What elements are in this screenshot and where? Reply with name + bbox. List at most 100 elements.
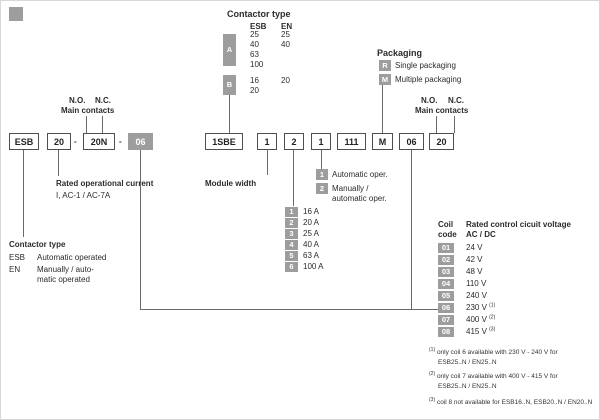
rated-current-sublabel: I, AC-1 / AC-7A — [56, 191, 111, 200]
code-segment-main-contacts: 20N — [83, 133, 115, 150]
group-b-chip: B — [223, 75, 236, 95]
main-contacts-right-no: N.O. — [421, 96, 438, 105]
coil-table-header-col2: Rated control cicuit voltage — [466, 220, 571, 229]
legend-title: Contactor type — [9, 240, 66, 249]
coil-code-chip: 06 — [438, 303, 454, 313]
group-a-esb-value: 63 — [250, 50, 259, 59]
coil-voltage: 42 V — [466, 255, 482, 265]
footnote-1-marker: (1) — [429, 346, 436, 353]
main-contacts-right-nc: N.C. — [448, 96, 464, 105]
footnote-2-marker: (2) — [429, 370, 436, 377]
rating-chip: 5 — [285, 251, 298, 261]
legend-code-en: EN — [9, 265, 21, 274]
col-header-esb: ESB — [250, 22, 267, 31]
coil-voltage: 240 V — [466, 291, 487, 301]
coil-code-chip: 04 — [438, 279, 454, 289]
module-width-label: Module width — [205, 179, 257, 188]
group-a-en-value: 25 — [281, 30, 290, 39]
rating-chip: 1 — [285, 207, 298, 217]
coil-voltage-note: (3) — [489, 326, 496, 333]
code-segment-coil-right: 06 — [399, 133, 424, 150]
code-dash: - — [74, 137, 77, 146]
rating-chip: 3 — [285, 229, 298, 239]
operation-option-1-chip: 1 — [316, 169, 328, 180]
code-segment-esb: ESB — [9, 133, 39, 150]
coil-voltage-value: 110 V — [466, 279, 487, 288]
group-a-chip: A — [223, 34, 236, 66]
main-contacts-left-nc: N.C. — [95, 96, 111, 105]
code-segment-series: 1SBE — [205, 133, 243, 150]
coil-voltage-value: 24 V — [466, 243, 483, 252]
coil-code-chip: 03 — [438, 267, 454, 277]
rating-label: 16 A — [303, 207, 320, 216]
connector-line — [58, 150, 59, 176]
connector-line — [229, 95, 230, 133]
coil-voltage: 24 V — [466, 243, 482, 253]
coil-code-chip: 07 — [438, 315, 454, 325]
footnote-1: (1) only coil 6 available with 230 V - 2… — [429, 346, 558, 356]
coil-voltage-value: 415 V — [466, 327, 487, 336]
rating-chip: 6 — [285, 262, 298, 272]
connector-line — [140, 150, 141, 310]
code-segment-rating: 2 — [284, 133, 304, 150]
code-segment-current: 20 — [47, 133, 71, 150]
code-segment-module-width: 1 — [257, 133, 277, 150]
group-a-esb-value: 40 — [250, 40, 259, 49]
rating-label: 25 A — [303, 229, 320, 238]
rating-label: 20 A — [303, 218, 320, 227]
footnote-3-text: coil 8 not available for ESB16..N, ESB20… — [436, 399, 593, 406]
coil-voltage: 230 V (1) — [466, 303, 495, 313]
connector-line — [140, 309, 438, 310]
footnote-1-line2: ESB25..N / EN25..N — [438, 359, 497, 366]
code-dash: - — [119, 137, 122, 146]
footnote-2: (2) only coil 7 available with 400 V - 4… — [429, 370, 558, 380]
group-b-esb-value: 20 — [250, 86, 259, 95]
connector-line — [86, 116, 87, 133]
coil-voltage-value: 400 V — [466, 315, 487, 324]
coil-voltage-value: 42 V — [466, 255, 483, 264]
legend-label-en-line2: matic operated — [37, 275, 90, 284]
group-a-esb-value: 100 — [250, 60, 264, 69]
coil-voltage-value: 240 V — [466, 291, 487, 300]
connector-line — [321, 150, 322, 169]
connector-line — [267, 150, 268, 175]
group-a-esb-value: 25 — [250, 30, 259, 39]
code-segment-operation: 1 — [311, 133, 331, 150]
packaging-r-label: Single packaging — [395, 61, 456, 70]
coil-voltage: 48 V — [466, 267, 482, 277]
rating-chip: 2 — [285, 218, 298, 228]
code-segment-main-contacts-right: 20 — [429, 133, 454, 150]
coil-code-chip: 02 — [438, 255, 454, 265]
coil-voltage: 415 V (3) — [466, 327, 495, 337]
corner-marker — [9, 7, 23, 21]
coil-voltage: 400 V (2) — [466, 315, 495, 325]
footnote-3: (3) coil 8 not available for ESB16..N, E… — [429, 396, 593, 406]
packaging-r-chip: R — [379, 60, 391, 71]
footnote-3-marker: (3) — [429, 396, 436, 403]
packaging-m-chip: M — [379, 74, 391, 85]
rated-current-label: Rated operational current — [56, 179, 154, 188]
packaging-m-label: Multiple packaging — [395, 75, 462, 84]
coil-code-chip: 05 — [438, 291, 454, 301]
code-segment-packaging: M — [372, 133, 393, 150]
operation-option-2-chip: 2 — [316, 183, 328, 194]
rating-label: 40 A — [303, 240, 320, 249]
operation-option-2-label: Manually / automatic oper. — [332, 184, 387, 203]
group-b-en-value: 20 — [281, 76, 290, 85]
coil-code-chip: 01 — [438, 243, 454, 253]
coil-code-chip: 08 — [438, 327, 454, 337]
coil-voltage-note: (2) — [489, 314, 496, 321]
connector-line — [454, 116, 455, 133]
legend-code-esb: ESB — [9, 253, 26, 262]
coil-table-header-col1: Coil — [438, 220, 454, 229]
coil-voltage: 110 V — [466, 279, 486, 289]
operation-option-1-label: Automatic oper. — [332, 170, 388, 179]
connector-line — [411, 150, 412, 309]
rating-label: 63 A — [303, 251, 320, 260]
connector-line — [436, 116, 437, 133]
packaging-title: Packaging — [377, 48, 423, 58]
connector-line — [102, 116, 103, 133]
footnote-2-line2: ESB25..N / EN25..N — [438, 383, 497, 390]
group-a-en-value: 40 — [281, 40, 290, 49]
